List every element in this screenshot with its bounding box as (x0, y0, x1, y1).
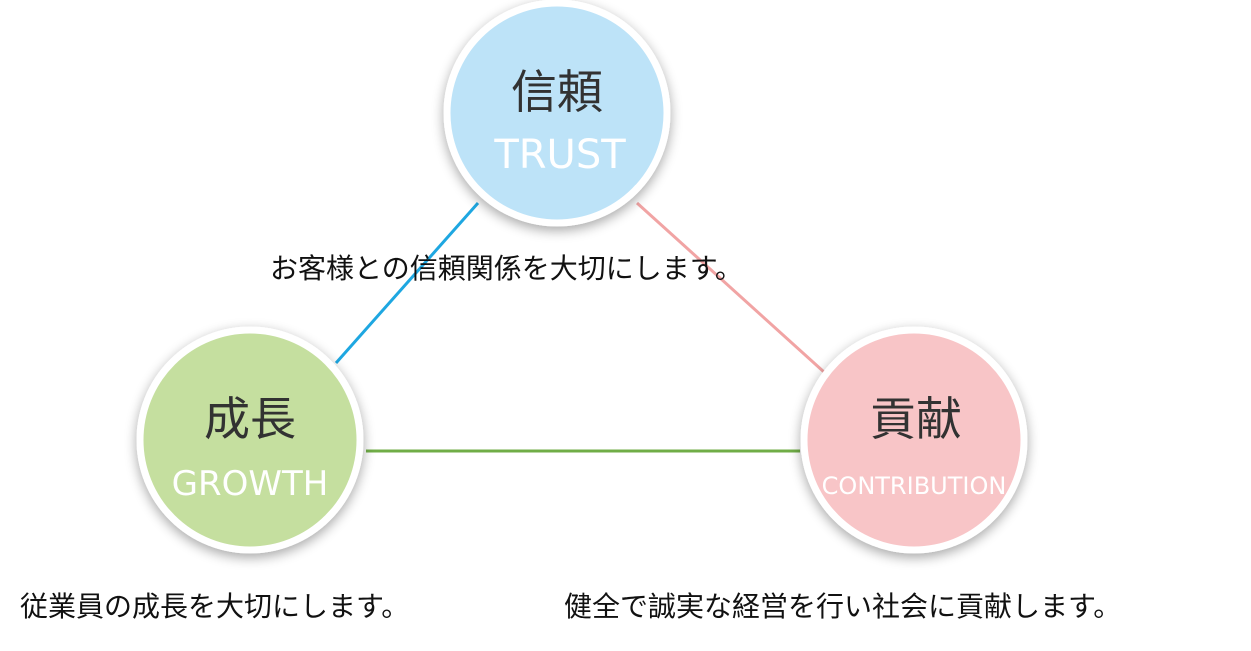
node-growth-subtitle: GROWTH (172, 464, 329, 504)
contribution-caption: 健全で誠実な経営を行い社会に貢献します。 (564, 590, 1122, 623)
node-growth: 成長 GROWTH (136, 326, 364, 554)
growth-caption: 従業員の成長を大切にします。 (20, 590, 410, 623)
node-trust-subtitle: TRUST (493, 132, 626, 178)
trust-caption: お客様との信頼関係を大切にします。 (270, 252, 743, 285)
node-contribution-subtitle: CONTRIBUTION (822, 472, 1007, 500)
connector-trust-growth (334, 202, 480, 364)
node-contribution-circle (800, 326, 1028, 554)
node-trust-circle (443, 0, 671, 227)
node-growth-circle (136, 326, 364, 554)
node-contribution-title: 貢献 (870, 392, 962, 446)
node-trust-title: 信頼 (511, 65, 603, 119)
node-growth-title: 成長 (204, 392, 296, 446)
node-contribution: 貢献 CONTRIBUTION (800, 326, 1028, 554)
node-trust: 信頼 TRUST (443, 0, 671, 227)
connector-trust-contribution (635, 201, 826, 374)
